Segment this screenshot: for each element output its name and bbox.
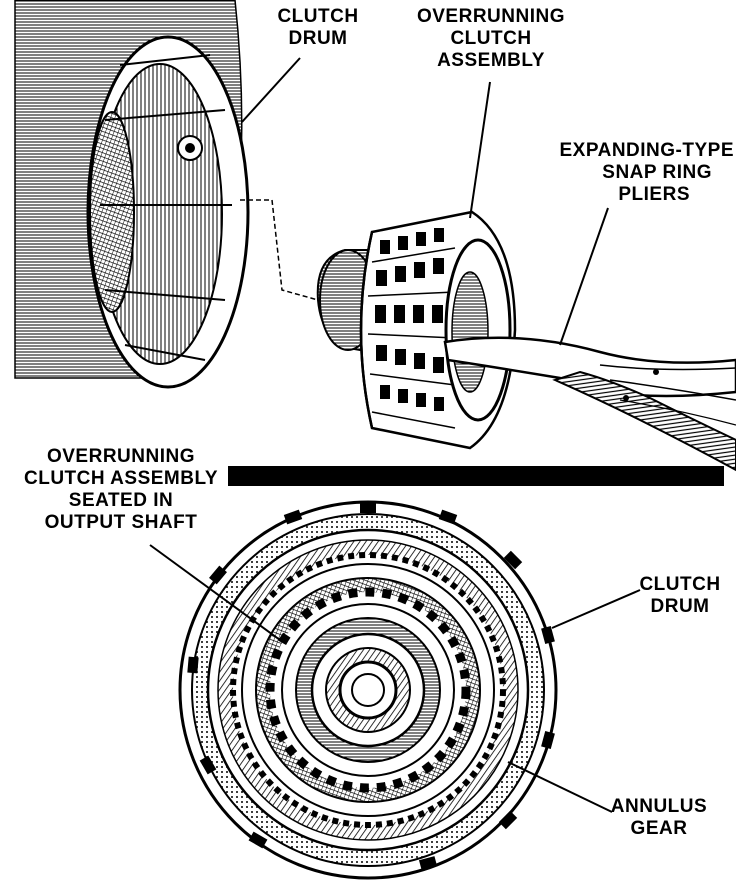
label-snap-ring-pliers: EXPANDING-TYPE SNAP RING PLIERS: [559, 140, 734, 205]
label-clutch-drum-bottom: CLUTCH DRUM: [639, 574, 721, 617]
label-overrunning-clutch-assembly: OVERRUNNING CLUTCH ASSEMBLY: [416, 6, 565, 71]
label-annulus-gear: ANNULUS GEAR: [610, 796, 708, 839]
label-clutch-drum-top: CLUTCH DRUM: [277, 6, 359, 49]
label-overrunning-seated: OVERRUNNING CLUTCH ASSEMBLY SEATED IN OU…: [24, 446, 218, 533]
